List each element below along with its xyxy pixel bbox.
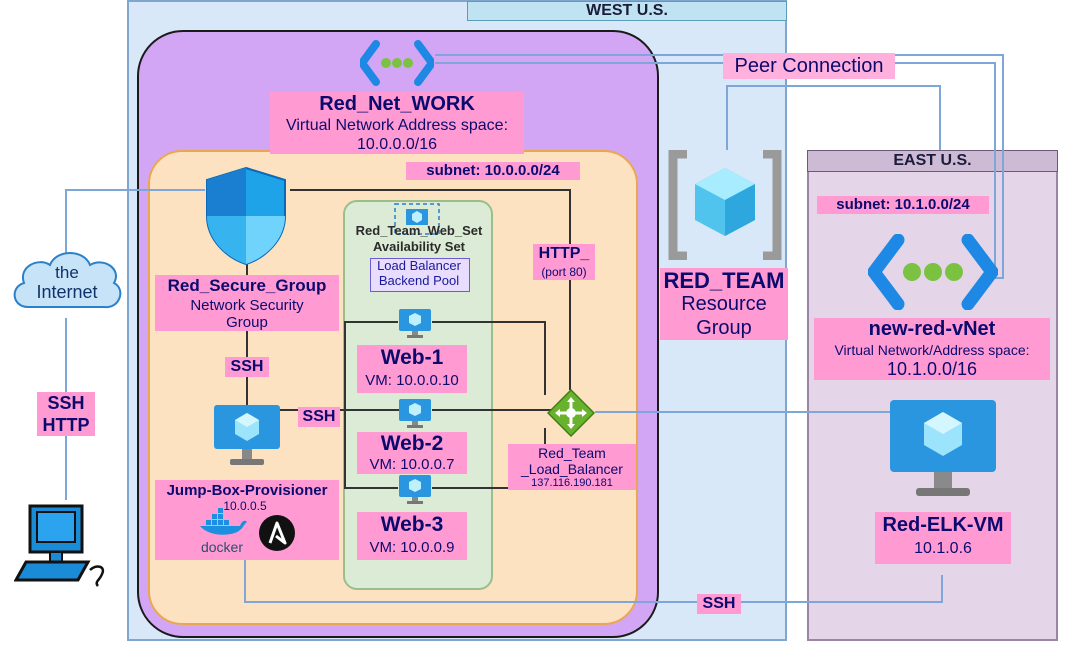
shield-icon — [203, 166, 289, 266]
jumpbox-ip: 10.0.0.5 — [223, 499, 267, 513]
ssh-label-jump-web: SSH — [298, 407, 340, 427]
vnet-east-address: 10.1.0.0/16 — [886, 359, 978, 379]
ssh-label-nsg-jump: SSH — [225, 357, 269, 377]
web-1-label-bg — [357, 345, 467, 393]
internet-label-line1: the — [55, 263, 79, 282]
web-2-label-bg — [357, 432, 467, 474]
web-2-ip: VM: 10.0.0.7 — [369, 456, 455, 473]
nsg-desc-line2: Group — [155, 315, 339, 331]
web-1-vm-icon — [398, 308, 432, 340]
west-us-title: WEST U.S. — [467, 1, 787, 21]
web-3-ip: VM: 10.0.0.9 — [369, 539, 455, 556]
elk-ip: 10.1.0.6 — [914, 540, 972, 557]
load-balancer-ip: 137.116.190.181 — [531, 477, 613, 489]
vnet-west-address: 10.0.0.0/16 — [270, 136, 524, 154]
web-2-vm-icon — [398, 398, 432, 430]
subnet-east-label: subnet: 10.1.0.0/24 — [817, 196, 989, 214]
web-3-label-bg — [357, 512, 467, 560]
resource-group-label-bg — [660, 268, 788, 340]
internet-cloud-icon — [6, 243, 128, 323]
vnet-east-label-bg — [814, 318, 1050, 380]
resource-group-line2: Resource — [681, 293, 767, 315]
ssh-label-jump-elk: SSH — [697, 594, 741, 614]
resource-group-line3: Group — [696, 317, 752, 339]
docker-label: docker — [200, 539, 244, 555]
virtual-network-icon — [357, 40, 437, 86]
internet-label-line2: Internet — [36, 282, 98, 302]
peer-connection-label: Peer Connection — [723, 53, 895, 79]
ansible-icon — [258, 514, 296, 552]
web-2-name: Web-2 — [380, 432, 444, 455]
load-balancer-name-line2: _Load_Balancer — [521, 461, 623, 477]
availability-set-name: Red_Team_Web_Set — [355, 223, 483, 238]
client-protocol-http: HTTP — [37, 414, 95, 436]
web-1-ip: VM: 10.0.0.10 — [365, 372, 459, 389]
jumpbox-label-bg — [155, 480, 339, 560]
resource-group-name: RED_TEAM — [663, 268, 785, 293]
vnet-east-desc: Virtual Network/Address space: — [834, 342, 1030, 358]
client-protocol-ssh: SSH — [37, 392, 95, 414]
resource-group-icon — [667, 149, 783, 261]
availability-set-icon — [394, 203, 440, 235]
load-balancer-label-bg — [508, 444, 636, 490]
web-1-name: Web-1 — [380, 346, 444, 369]
jumpbox-name: Jump-Box-Provisioner — [166, 482, 328, 499]
subnet-west-label: subnet: 10.0.0.0/24 — [406, 162, 580, 180]
nsg-name: Red_Secure_Group — [155, 275, 339, 297]
vnet-west-name: Red_Net_WORK — [270, 92, 524, 116]
elk-vm-icon — [888, 398, 998, 502]
virtual-network-icon — [865, 233, 1001, 311]
backend-pool-line2: Backend Pool — [378, 273, 460, 288]
vnet-east-name: new-red-vNet — [868, 318, 996, 340]
load-balancer-icon — [546, 388, 596, 438]
jumpbox-vm-icon — [212, 403, 282, 469]
http-port-label: (port 80) — [533, 264, 595, 280]
backend-pool-box — [370, 258, 470, 292]
elk-label-bg — [875, 512, 1011, 564]
client-computer-icon — [13, 500, 110, 588]
elk-name: Red-ELK-VM — [882, 514, 1004, 536]
load-balancer-name-line1: Red_Team — [538, 445, 606, 461]
docker-icon — [196, 508, 248, 538]
web-3-name: Web-3 — [380, 513, 444, 536]
vnet-west-desc: Virtual Network Address space: — [270, 116, 524, 136]
nsg-desc-line1: Network Security — [155, 297, 339, 315]
web-3-vm-icon — [398, 474, 432, 506]
http-label: HTTP_ — [533, 244, 595, 264]
backend-pool-line1: Load Balancer — [377, 258, 461, 273]
availability-set-type: Availability Set — [373, 239, 465, 254]
